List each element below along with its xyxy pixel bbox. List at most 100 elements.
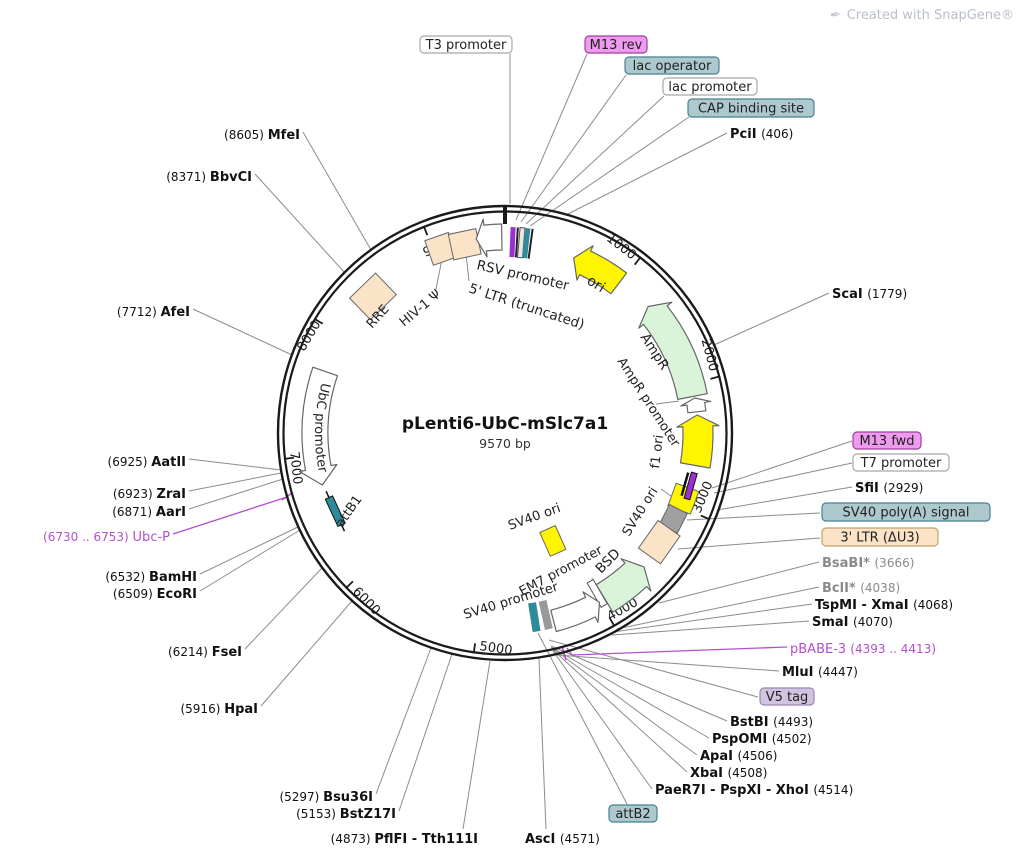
leader-bstbi: [550, 645, 728, 722]
boxed-label-rect-3-ltr-u3: [821, 527, 939, 547]
boxed-label-v5-tag: V5 tag: [759, 687, 815, 706]
site-label-scai: ScaI (1779): [832, 287, 907, 302]
leader-m13-rev: [515, 53, 588, 221]
boxed-label-lac-operator: lac operator: [624, 56, 720, 75]
site-label-bbvci: (8371) BbvCI: [166, 170, 252, 185]
leader-mlui: [556, 654, 780, 672]
top-black-bar-2: [527, 228, 534, 259]
rre-box: [348, 272, 398, 321]
three-ltr-box: [637, 519, 681, 565]
leader-aatii: [188, 458, 282, 471]
leader-t7-promoter: [713, 462, 853, 494]
watermark: ✒ Created with SnapGene®: [829, 7, 1014, 23]
site-label-pspomi: PspOMI (4502): [712, 732, 812, 747]
site-label-bcli: BclI* (4038): [822, 581, 900, 596]
leader-plfi: [462, 660, 491, 830]
boxed-label-rect-attb2: [608, 804, 658, 823]
ampr-arrow: [638, 301, 708, 400]
site-label-sfii: SfiI (2929): [855, 481, 923, 496]
boxed-label-text-t7-promoter: T7 promoter: [860, 456, 942, 471]
leader-tspmi-xmai: [612, 603, 813, 633]
leader-asci: [538, 658, 547, 830]
tick-7000: [283, 456, 295, 460]
site-label-bsabi: BsaBI* (3666): [822, 556, 914, 571]
feature-label-5-ltr-truncated-1: 5' LTR (truncated): [467, 281, 587, 333]
leader-pspomi: [550, 646, 710, 739]
leader-bbvci: [254, 173, 346, 274]
connector-5ltr: [465, 253, 470, 282]
leader-pcii: [565, 132, 728, 216]
site-label-fsei: (6214) FseI: [168, 645, 242, 660]
leader-lac-operator: [520, 74, 627, 223]
feature-label-f1-ori-7: f1 ori: [648, 434, 667, 469]
lac-promoter-bar: [516, 226, 526, 259]
leader-sfii: [716, 486, 853, 511]
boxed-label-text-sv40-poly-a-signal: SV40 poly(A) signal: [843, 506, 970, 521]
site-label-ecori: (6509) EcoRI: [113, 587, 197, 602]
connector-ampr-prom: [655, 400, 680, 405]
boxed-label-text-lac-operator: lac operator: [633, 59, 712, 74]
boxed-label-text-3-ltr-u3: 3' LTR (ΔU3): [840, 531, 919, 546]
t7-black-bar: [680, 472, 690, 497]
leader-aari: [188, 478, 284, 510]
ori-arrow: [573, 245, 628, 295]
boxed-label-m13-rev: M13 rev: [584, 35, 648, 54]
leader-apai: [551, 647, 698, 756]
boxed-label-rect-lac-operator: [624, 56, 720, 75]
site-label-hpai: (5916) HpaI: [180, 702, 258, 717]
site-label-tspmi-xmai: TspMI - XmaI (4068): [815, 598, 953, 613]
boxed-label-rect-m13-rev: [584, 35, 648, 54]
sv40-promoter-arrow: [550, 591, 601, 633]
site-label-aatii: (6925) AatII: [108, 455, 186, 470]
leader-m13-fwd: [711, 440, 853, 489]
leader-zrai: [188, 472, 282, 492]
boxed-label-rect-cap-binding-site: [687, 98, 815, 118]
site-label-bstz17i: (5153) BstZ17I: [296, 807, 396, 822]
leader-ubc-p: [172, 496, 288, 535]
leader-bstz17i: [398, 653, 453, 812]
boxed-label-text-t3-promoter: T3 promoter: [425, 38, 507, 53]
ubc-promoter-arrow: [299, 366, 339, 486]
boxed-label-rect-m13-fwd: [852, 431, 922, 450]
boxed-label-rect-t7-promoter: [852, 453, 950, 472]
leader-bsu36i: [375, 647, 432, 795]
boxed-label-text-v5-tag: V5 tag: [766, 690, 809, 705]
connector-sv40ori-out: [660, 488, 672, 497]
v5-tag-bar: [538, 599, 553, 631]
lac-operator-bar: [522, 228, 531, 259]
site-label-asci: AscI (4571): [525, 832, 600, 847]
site-label-xbai: XbaI (4508): [690, 766, 767, 781]
f1-ori-arrow: [676, 414, 720, 469]
site-label-zrai: (6923) ZraI: [113, 487, 186, 502]
site-label-apai: ApaI (4506): [700, 749, 777, 764]
five-ltr-box: [447, 228, 482, 261]
site-label-bamhi: (6532) BamHI: [105, 570, 197, 585]
boxed-label-text-m13-rev: M13 rev: [590, 38, 643, 53]
site-label-pcii: PciI (406): [730, 127, 793, 142]
tick-label-1000: 1000: [603, 231, 638, 263]
leader-bcli: [616, 586, 820, 630]
site-label-smai: SmaI (4070): [812, 615, 893, 630]
tick-1000: [633, 256, 642, 266]
tick-label-7000: 7000: [286, 451, 305, 486]
leader-pbabe-3: [566, 646, 788, 656]
feature-label-hiv-1-2: HIV-1 Ψ: [397, 287, 444, 330]
site-label-pflfi-tth111i: (4873) PflFI - Tth111I: [331, 832, 478, 847]
connector-hiv1: [435, 258, 443, 290]
tick-label-5000: 5000: [478, 639, 513, 659]
leader-v5-tag: [548, 639, 759, 698]
site-label-bsu36i: (5297) Bsu36I: [279, 790, 373, 805]
boxed-label-t7-promoter: T7 promoter: [852, 453, 950, 472]
boxed-label-rect-sv40-poly-a-signal: [821, 502, 991, 522]
tick-9000: [422, 225, 429, 236]
boxed-label-rect-t3-promoter: [419, 35, 513, 54]
tick-3000: [700, 514, 711, 521]
plasmid-size: 9570 bp: [479, 436, 531, 451]
site-label-afei: (7712) AfeI: [117, 305, 190, 320]
tick-5000: [472, 643, 476, 654]
boxed-label-text-m13-fwd: M13 fwd: [859, 434, 914, 449]
boxed-label-m13-fwd: M13 fwd: [852, 431, 922, 450]
boxed-label-text-cap-binding-site: CAP binding site: [698, 102, 804, 117]
site-label-pbabe-3: pBABE-3 (4393 .. 4413): [790, 642, 936, 657]
